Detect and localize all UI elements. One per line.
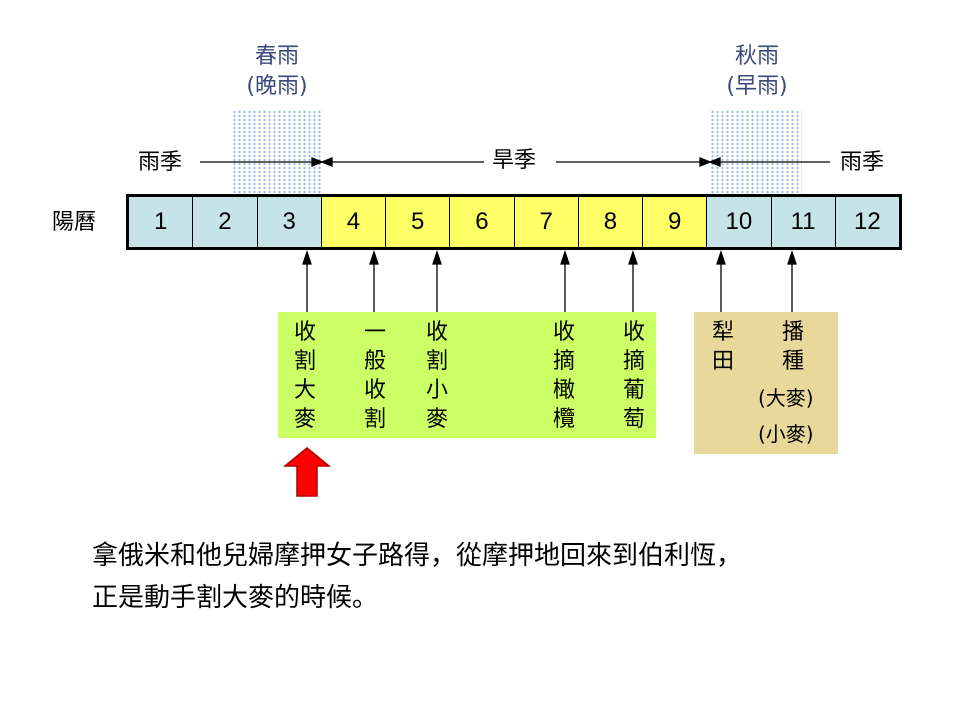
- month-cell-2: 2: [193, 197, 258, 247]
- char: 收: [425, 320, 448, 345]
- month-cell-8: 8: [578, 197, 643, 247]
- autumn-rain-title: 秋雨 (早雨): [702, 42, 812, 102]
- sow-text: 播 種: [780, 318, 806, 376]
- wheat-label: (小麥): [758, 422, 814, 446]
- spring-rain-shading: [232, 110, 322, 196]
- month-cell-1: 1: [129, 197, 194, 247]
- char: 大: [293, 378, 316, 403]
- month-cell-7: 7: [514, 197, 579, 247]
- month-cell-12: 12: [835, 197, 899, 247]
- harvest-wheat-text: 收 割 小 麥: [424, 318, 450, 434]
- harvest-barley-text: 收 割 大 麥: [292, 318, 318, 434]
- char: 橄: [552, 378, 575, 403]
- char: 種: [781, 349, 804, 374]
- month-cell-4: 4: [321, 197, 386, 247]
- autumn-rain-sublabel: (早雨): [726, 74, 788, 99]
- char: 收: [622, 320, 645, 345]
- char: 割: [363, 407, 386, 432]
- char: 割: [425, 349, 448, 374]
- char: 割: [293, 349, 316, 374]
- char: 播: [781, 320, 804, 345]
- calendar-label: 陽曆: [52, 210, 97, 235]
- month-bar: 1 2 3 4 5 6 7 8 9 10 11 12: [126, 194, 902, 250]
- month-cell-11: 11: [771, 197, 836, 247]
- char: 般: [363, 349, 386, 374]
- spring-rain-sublabel: (晚雨): [246, 74, 308, 99]
- autumn-rain-label: 秋雨: [734, 44, 779, 69]
- month-cell-5: 5: [386, 197, 451, 247]
- char: 麥: [425, 407, 448, 432]
- month-cell-9: 9: [643, 197, 708, 247]
- char: 犁: [711, 320, 734, 345]
- up-arrow-icon: [282, 447, 332, 497]
- month-cell-3: 3: [257, 197, 322, 247]
- char: 小: [425, 378, 448, 403]
- rainy-season-right-label: 雨季: [840, 150, 885, 175]
- char: 收: [293, 320, 316, 345]
- sowing-box: [694, 312, 838, 454]
- harvest-grapes-text: 收 摘 葡 萄: [621, 318, 647, 434]
- month-cell-10: 10: [707, 197, 772, 247]
- char: 田: [711, 349, 734, 374]
- caption-line-2: 正是動手割大麥的時候。: [92, 583, 379, 613]
- general-harvest-text: 一 般 收 割: [362, 318, 388, 434]
- harvest-box: [278, 312, 656, 438]
- dry-season-label: 旱季: [492, 148, 537, 173]
- char: 收: [363, 378, 386, 403]
- char: 葡: [622, 378, 645, 403]
- autumn-rain-shading: [710, 110, 802, 196]
- char: 一: [363, 320, 386, 345]
- char: 麥: [293, 407, 316, 432]
- spring-rain-label: 春雨: [254, 44, 299, 69]
- harvest-olives-text: 收 摘 橄 欖: [551, 318, 577, 434]
- char: 摘: [622, 349, 645, 374]
- barley-label: (大麥): [758, 386, 814, 410]
- caption-line-1: 拿俄米和他兒婦摩押女子路得，從摩押地回來到伯利恆，: [92, 541, 743, 571]
- plow-text: 犁 田: [710, 318, 736, 376]
- char: 收: [552, 320, 575, 345]
- char: 摘: [552, 349, 575, 374]
- rainy-season-left-label: 雨季: [138, 150, 183, 175]
- month-cell-6: 6: [450, 197, 515, 247]
- char: 欖: [552, 407, 575, 432]
- char: 萄: [622, 407, 645, 432]
- spring-rain-title: 春雨 (晚雨): [222, 42, 332, 102]
